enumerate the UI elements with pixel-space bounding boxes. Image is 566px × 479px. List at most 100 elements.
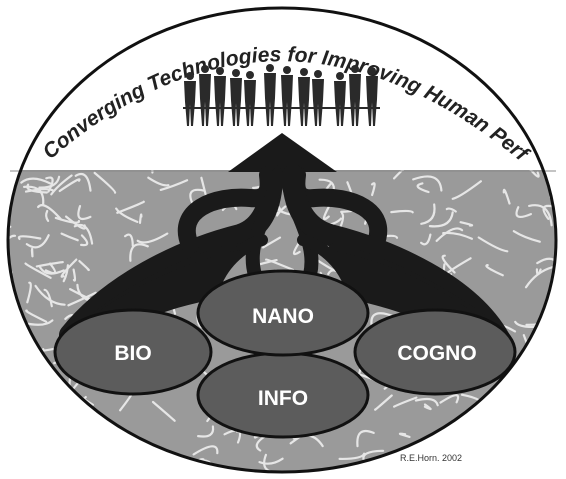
texture-line [129,243,149,262]
person-head [266,64,274,72]
texture-line [560,229,566,238]
texture-line [24,262,52,279]
texture-line [549,178,556,198]
outer-ellipse [6,6,558,474]
texture-line [262,236,282,249]
texture-line [43,288,53,308]
texture-line [56,447,82,463]
texture-line [189,188,205,205]
texture-line [356,429,375,448]
texture-line [412,175,443,192]
texture-line [525,170,540,178]
texture-line [26,281,32,304]
texture-line [80,234,89,247]
texture-line [1,399,5,411]
lobe-info-label: INFO [258,387,308,410]
texture-line [511,374,536,384]
texture-line [462,461,484,472]
texture-line [493,455,505,472]
person-head [186,72,194,80]
texture-line [390,209,414,214]
texture-line [435,227,464,242]
texture-line [37,204,63,221]
texture-line [17,235,42,240]
texture-line [78,260,90,272]
texture-line [416,182,430,194]
person-body [349,74,361,126]
texture-line [50,174,73,196]
texture-line [517,426,550,443]
texture-line [545,399,556,413]
texture-line [8,342,17,356]
texture-line [58,178,81,193]
texture-line [512,230,541,243]
person-body [199,74,211,126]
lobe-cogno: COGNO [353,308,517,396]
texture-line [265,258,295,271]
texture-line [423,403,432,411]
person-body [184,81,196,126]
upward-triangle-arrow-icon [228,133,337,172]
texture-line [442,231,473,240]
texture-line [147,176,170,187]
texture-line [40,390,57,411]
texture-line [561,451,565,456]
texture-line [485,264,504,277]
texture-line [553,281,556,300]
texture-line [76,423,88,433]
texture-line [258,457,284,465]
texture-line [522,447,531,465]
texture-line [30,247,34,258]
texture-line [515,206,532,219]
texture-line [38,175,61,189]
lobe-cogno-label: COGNO [397,342,476,365]
texture-line [563,177,566,182]
texture-line [116,200,145,214]
texture-line [477,236,509,253]
texture-line [60,232,79,242]
texture-line [42,431,51,440]
texture-line [370,312,396,326]
texture-line [55,400,83,407]
texture-line [362,449,385,463]
texture-line [8,403,13,417]
person-body [312,79,324,126]
texture-line [38,265,65,275]
texture-line [74,172,92,192]
texture-line [25,309,48,323]
person-head [351,65,359,73]
person-head [300,68,308,76]
texture-line [45,209,50,222]
texture-line [292,242,301,256]
texture-line [25,234,50,249]
texture-line [8,234,17,256]
lobe-nano: NANO [196,269,370,357]
texture-line [197,425,215,438]
person-head [314,70,322,78]
texture-line [8,454,11,470]
texture-line [62,264,69,283]
texture-line [420,203,436,225]
texture-line [65,215,87,230]
texture-line [322,206,330,221]
texture-line [100,427,109,437]
person-head [336,72,344,80]
lobe-bio-label: BIO [114,342,151,365]
texture-line [502,188,511,205]
texture-line [72,268,77,282]
lobe-info: INFO [196,351,370,439]
texture-line [0,298,1,318]
texture-line [54,216,80,224]
texture-line [398,432,411,438]
texture-line [151,400,176,422]
texture-line [530,426,550,442]
texture-line [536,257,556,271]
texture-line [490,434,506,444]
texture-line [124,233,134,247]
lobe-nano-label: NANO [252,305,314,328]
texture-line [393,396,418,408]
texture-line [338,452,366,461]
texture-line [522,367,541,389]
texture-line [420,233,432,246]
